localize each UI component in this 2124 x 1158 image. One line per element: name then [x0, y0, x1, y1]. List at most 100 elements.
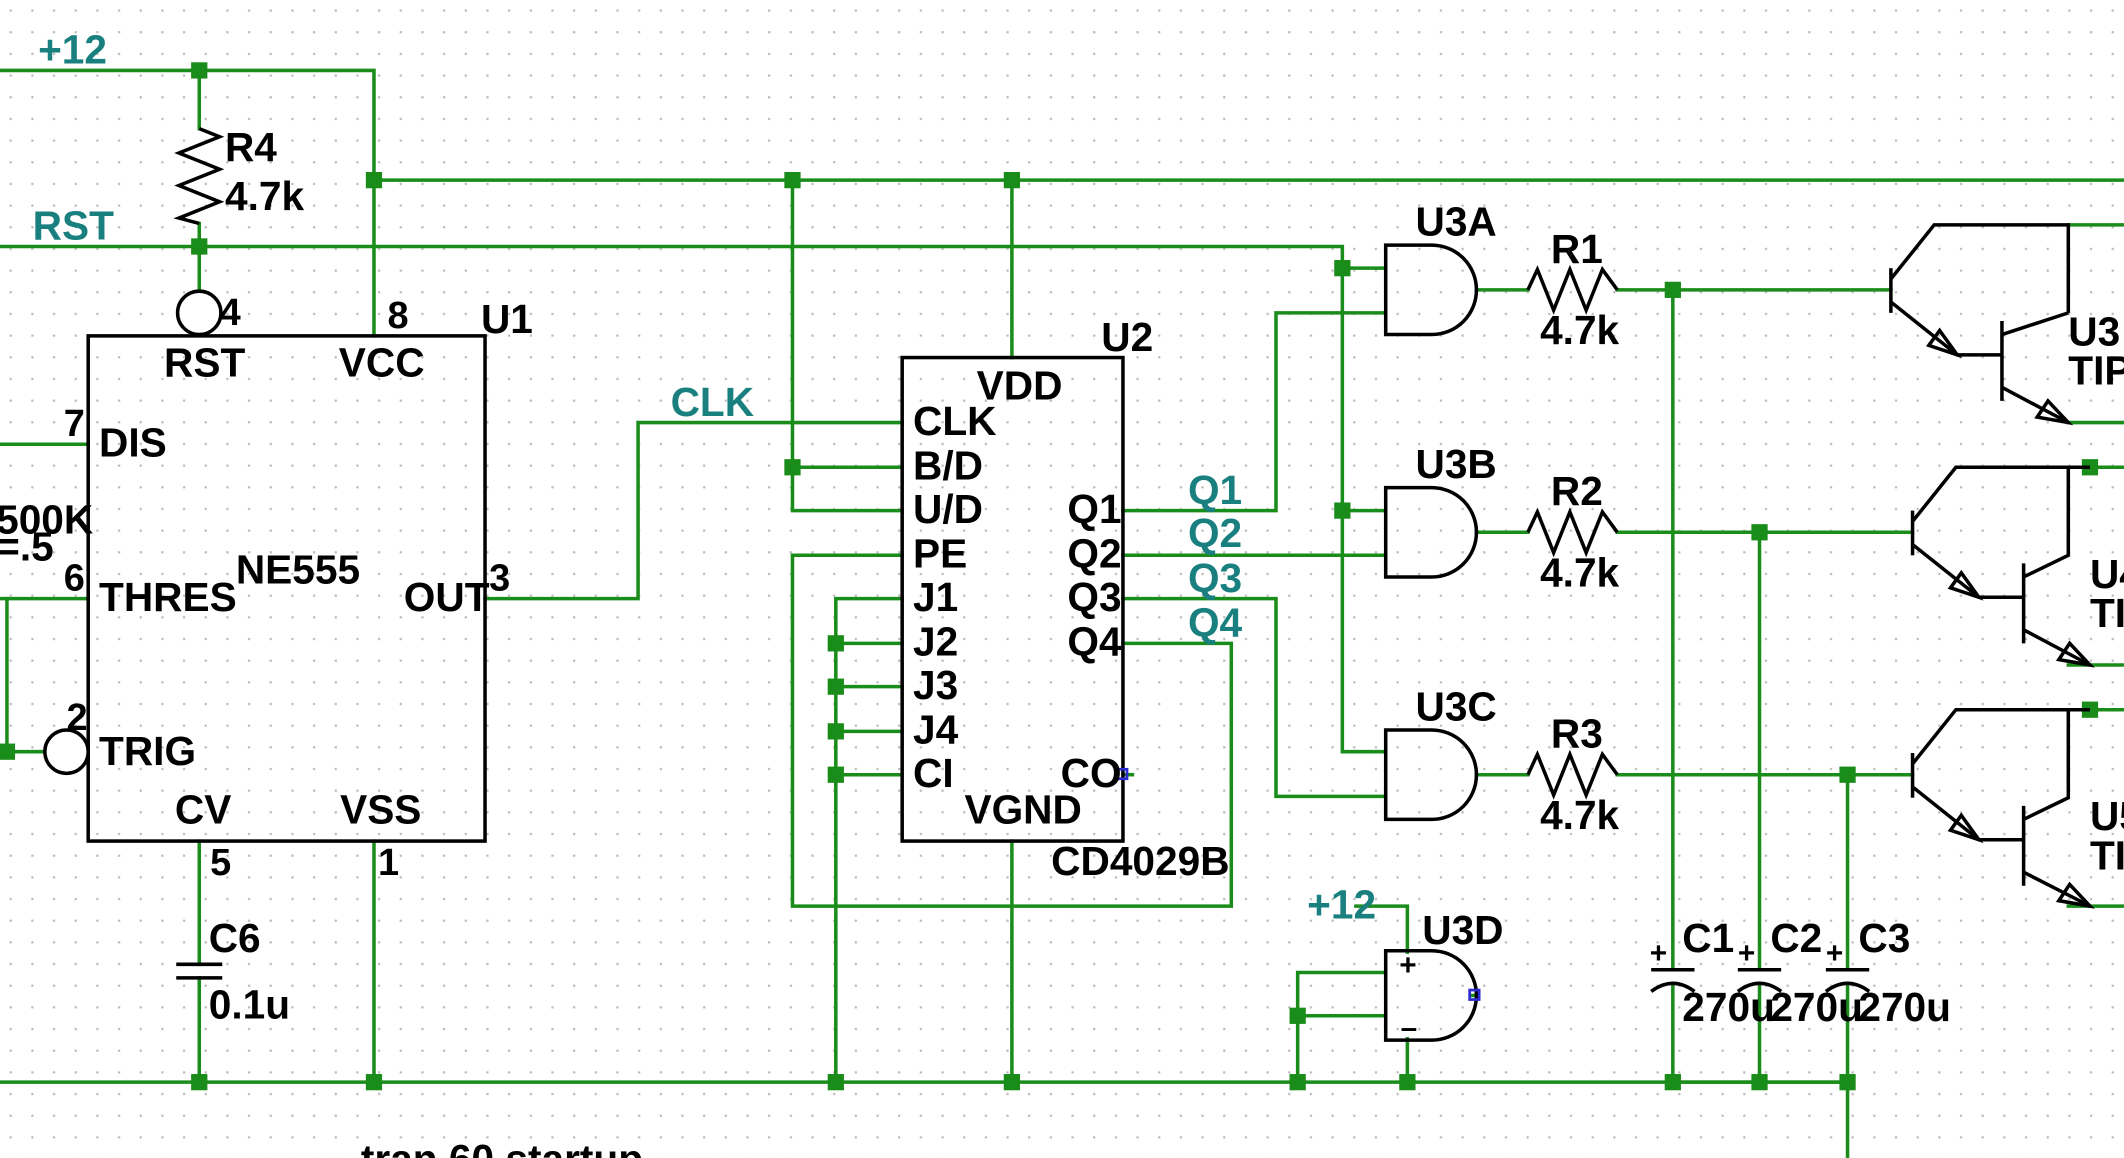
u1-pinnum-rst: 4 — [220, 292, 241, 334]
and-gate-u3a[interactable]: U3A — [1383, 199, 1497, 337]
r1-value: 4.7k — [1540, 307, 1619, 353]
u2-pin-q4: Q4 — [1067, 619, 1122, 665]
r3-value: 4.7k — [1540, 792, 1619, 838]
u2-pin-vdd: VDD — [977, 363, 1063, 409]
u1-pinnum-out: 3 — [489, 558, 510, 600]
u2-pin-j3: J3 — [913, 662, 958, 708]
r2-value: 4.7k — [1540, 549, 1619, 595]
capacitor-c1[interactable]: + C1 270u — [1650, 915, 1775, 1030]
gate-u3d[interactable]: U3D + – — [1383, 907, 1504, 1044]
pot-param: =.5 — [0, 524, 54, 570]
c3-polarity: + — [1826, 937, 1843, 970]
net-label-plus12-u3d: +12 — [1307, 881, 1376, 927]
u2-part: CD4029B — [1051, 838, 1229, 884]
and-gate-u3b[interactable]: U3B — [1383, 441, 1497, 579]
u1-pinnum-vcc: 8 — [388, 295, 409, 337]
spice-directive[interactable]: .tran 60 startup — [350, 1136, 643, 1158]
u2-pin-q1: Q1 — [1067, 486, 1121, 532]
u1-pin-thres: THRES — [99, 574, 237, 620]
ic-u2-cd4029b[interactable]: U2 CD4029B VDD CLK B/D U/D PE J1 J2 J3 J… — [900, 314, 1230, 884]
c1-value: 270u — [1682, 984, 1775, 1030]
u3c-ref: U3C — [1415, 684, 1496, 730]
c6-value: 0.1u — [209, 981, 290, 1027]
c6-ref: C6 — [209, 915, 261, 961]
u4-ref: U4 — [2090, 551, 2124, 597]
ic-u1-ne555[interactable]: U1 NE555 RST VCC DIS THRES TRIG OUT CV V… — [43, 289, 533, 884]
c2-value: 270u — [1770, 984, 1863, 1030]
r2-ref: R2 — [1551, 468, 1603, 514]
r1-ref: R1 — [1551, 226, 1603, 272]
resistor-r1[interactable]: R1 4.7k — [1526, 226, 1620, 353]
and-gate-u3c[interactable]: U3C — [1383, 684, 1497, 822]
u3a-ref: U3A — [1415, 199, 1496, 245]
u2-pin-j1: J1 — [913, 574, 958, 620]
u1-pin-trig: TRIG — [99, 728, 196, 774]
rst-inverter-bubble — [175, 289, 223, 337]
u2-pin-q3: Q3 — [1067, 574, 1121, 620]
u1-pin-out: OUT — [404, 574, 490, 620]
transistor-u3[interactable]: U3 TIP1 — [1889, 223, 2124, 426]
u1-pinnum-cv: 5 — [210, 842, 231, 884]
junctions — [0, 62, 2099, 1091]
c2-polarity: + — [1738, 937, 1755, 970]
net-label-q3: Q3 — [1188, 555, 1242, 601]
u1-ref: U1 — [481, 296, 533, 342]
u3d-minus-input: – — [1401, 1011, 1418, 1044]
capacitor-c6[interactable]: C6 0.1u — [176, 915, 290, 1027]
u1-pinnum-thres: 6 — [64, 558, 85, 600]
capacitor-c2[interactable]: + C2 270u — [1736, 915, 1863, 1030]
u1-pin-dis: DIS — [99, 419, 167, 465]
net-label-q1: Q1 — [1188, 467, 1242, 513]
u2-pin-q2: Q2 — [1067, 530, 1121, 576]
c1-polarity: + — [1650, 937, 1667, 970]
u2-pin-ud: U/D — [913, 486, 983, 532]
wires — [0, 68, 2124, 1158]
pot-value: 500K — [0, 497, 93, 543]
net-label-clk: CLK — [671, 379, 755, 425]
u1-part: NE555 — [236, 547, 360, 593]
u1-pinnum-vss: 1 — [378, 842, 399, 884]
c3-value: 270u — [1858, 984, 1951, 1030]
resistor-r4[interactable]: R4 4.7k — [173, 124, 305, 226]
u5-ref: U5 — [2090, 793, 2124, 839]
c3-ref: C3 — [1858, 915, 1910, 961]
u1-pin-vss: VSS — [340, 786, 421, 832]
transistor-u5[interactable]: U5 TI — [1910, 707, 2124, 909]
resistor-r2[interactable]: R2 4.7k — [1526, 468, 1620, 595]
net-label-q2: Q2 — [1188, 510, 1242, 556]
u2-pin-bd: B/D — [913, 442, 983, 488]
u3d-plus-input: + — [1399, 949, 1416, 982]
u1-pin-rst: RST — [164, 340, 245, 386]
u2-pin-j4: J4 — [913, 707, 959, 753]
u2-pin-vgnd: VGND — [964, 786, 1081, 832]
net-label-plus12-top: +12 — [38, 27, 107, 73]
u3-ref: U3 — [2068, 308, 2120, 354]
resistor-r3[interactable]: R3 4.7k — [1526, 711, 1620, 838]
transistor-u4[interactable]: U4 TI — [1910, 465, 2124, 668]
r4-value: 4.7k — [225, 173, 304, 219]
u1-pinnum-dis: 7 — [64, 403, 85, 445]
co-open-pin — [1116, 767, 1129, 781]
r4-ref: R4 — [225, 124, 277, 170]
u3d-open-output — [1468, 988, 1481, 1001]
r3-ref: R3 — [1551, 711, 1603, 757]
net-label-q4: Q4 — [1188, 600, 1243, 646]
u3b-ref: U3B — [1415, 441, 1496, 487]
u2-pin-co: CO — [1061, 750, 1122, 796]
u1-pinnum-trig: 2 — [67, 697, 88, 739]
u2-ref: U2 — [1101, 314, 1153, 360]
capacitor-c3[interactable]: + C3 270u — [1824, 915, 1951, 1030]
u2-pin-pe: PE — [913, 530, 967, 576]
u2-pin-j2: J2 — [913, 619, 958, 665]
c2-ref: C2 — [1770, 915, 1822, 961]
trig-inverter-bubble — [43, 728, 90, 776]
u2-pin-ci: CI — [913, 750, 954, 796]
u1-pin-cv: CV — [175, 786, 231, 832]
u3d-ref: U3D — [1422, 907, 1503, 953]
u4-part: TI — [2090, 590, 2124, 636]
u3-part: TIP1 — [2068, 348, 2124, 394]
net-label-rst: RST — [33, 203, 114, 249]
u1-pin-vcc: VCC — [339, 340, 425, 386]
